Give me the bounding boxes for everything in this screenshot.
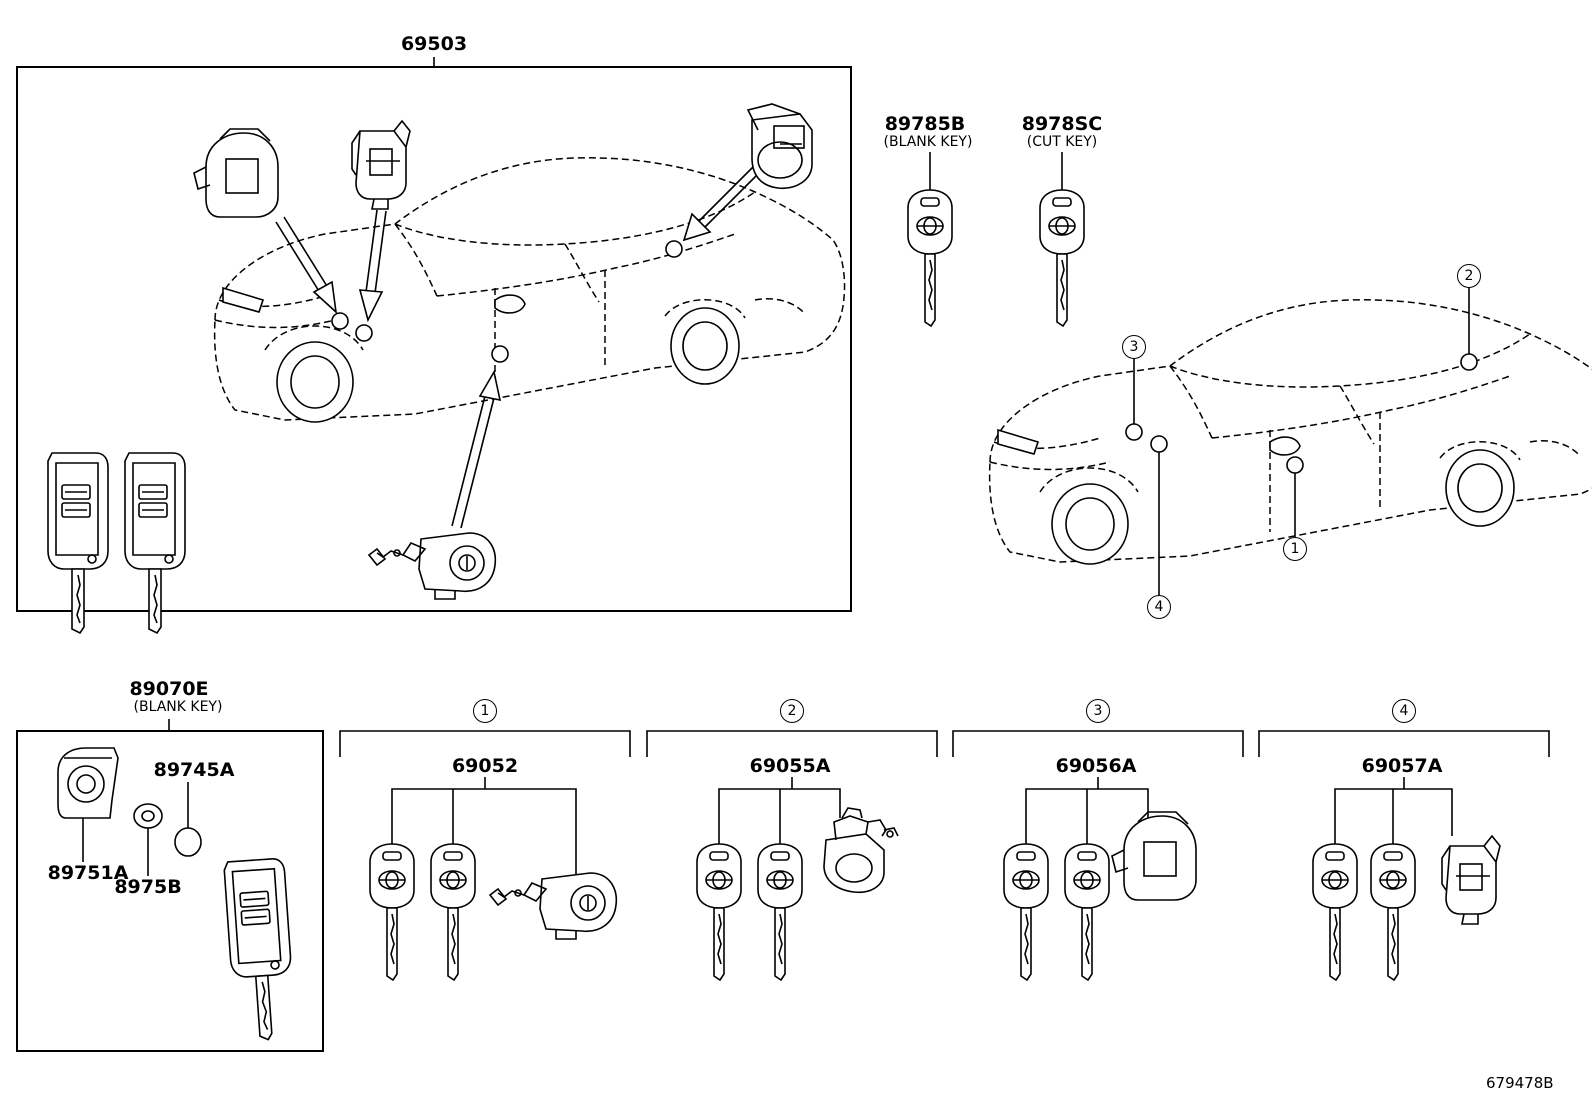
location-mark-4: 4	[1147, 595, 1171, 619]
group-index-mark-4: 4	[1392, 699, 1416, 723]
group-bracket-4	[1258, 730, 1550, 854]
group-bracket-3	[952, 730, 1244, 854]
assembly-box-69503	[16, 66, 852, 612]
key-illustration	[1064, 843, 1110, 981]
part-number-69503: 69503	[400, 33, 468, 55]
sub-label-cut-key: (CUT KEY)	[1026, 134, 1098, 150]
location-dot	[331, 312, 349, 330]
group-index-mark-3: 3	[1086, 699, 1110, 723]
assembly-box-89070E	[16, 730, 324, 1052]
part-number-8978SC: 8978SC	[1021, 113, 1103, 135]
remote-key-illustration	[222, 857, 297, 1043]
location-dot-3	[1125, 423, 1143, 441]
location-dot-1	[1286, 456, 1304, 474]
location-mark-2: 2	[1457, 264, 1481, 288]
location-dot-2	[1460, 353, 1478, 371]
cut-key-illustration	[1039, 189, 1085, 327]
location-dot	[491, 345, 509, 363]
group-index-mark-2: 2	[780, 699, 804, 723]
door-cylinder-illustration	[489, 872, 618, 940]
key-illustration	[1312, 843, 1358, 981]
door-cylinder-illustration	[368, 532, 497, 600]
console-cylinder-illustration	[351, 120, 411, 210]
callout-arrows	[275, 165, 761, 529]
part-number-69056A: 69056A	[1055, 755, 1137, 777]
rear-cylinder-illustration	[823, 807, 899, 894]
group-index-mark-1: 1	[473, 699, 497, 723]
vehicle-illustration-locations	[988, 299, 1592, 565]
key-illustration	[430, 843, 476, 981]
key-illustration	[1003, 843, 1049, 981]
location-mark-3: 3	[1122, 335, 1146, 359]
vehicle-illustration-main	[213, 157, 846, 423]
remote-key-illustration	[47, 452, 109, 634]
location-dot	[355, 324, 373, 342]
glove-box-cylinder-illustration	[193, 128, 279, 218]
part-number-69057A: 69057A	[1361, 755, 1443, 777]
trunk-cylinder-illustration	[1441, 835, 1501, 925]
key-cover-illustration	[57, 747, 119, 819]
part-number-89070E: 89070E	[129, 678, 209, 700]
group-bracket-2	[646, 730, 938, 854]
battery-cover-illustration	[133, 803, 163, 829]
sub-label-blank-key: (BLANK KEY)	[133, 699, 223, 715]
group-bracket-1	[339, 730, 631, 888]
part-number-89745A: 89745A	[153, 759, 235, 781]
key-illustration	[369, 843, 415, 981]
coin-battery-illustration	[174, 827, 202, 857]
part-number-69052: 69052	[451, 755, 519, 777]
blank-key-illustration	[907, 189, 953, 327]
remote-key-illustration	[124, 452, 186, 634]
location-dot-4	[1150, 435, 1168, 453]
illustration-reference-code: 679478B	[1486, 1074, 1554, 1092]
key-illustration	[1370, 843, 1416, 981]
location-dot	[665, 240, 683, 258]
part-number-69055A: 69055A	[749, 755, 831, 777]
key-illustration	[696, 843, 742, 981]
steering-lock-illustration	[747, 103, 813, 190]
part-number-8975B: 8975B	[114, 876, 182, 898]
location-mark-1: 1	[1283, 537, 1307, 561]
part-number-89751A: 89751A	[47, 862, 129, 884]
glove-box-cylinder-illustration	[1111, 811, 1197, 901]
sub-label-blank-key: (BLANK KEY)	[883, 134, 973, 150]
part-number-89785B: 89785B	[884, 113, 966, 135]
key-illustration	[757, 843, 803, 981]
